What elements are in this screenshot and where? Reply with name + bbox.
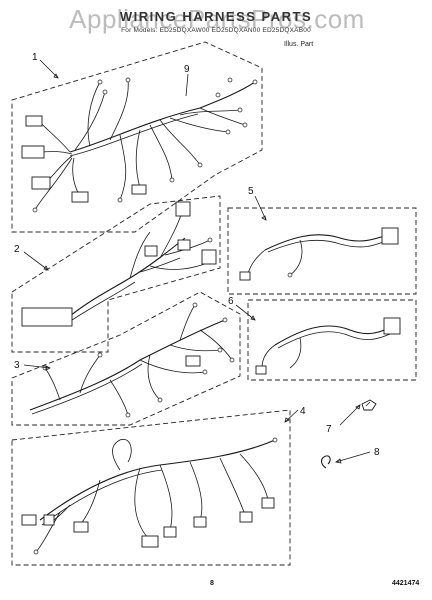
harness-2-group[interactable] bbox=[11, 195, 221, 353]
harness-6-group[interactable] bbox=[247, 299, 417, 381]
harness-5-terminal bbox=[239, 271, 251, 281]
harness-6-terminal bbox=[255, 365, 267, 375]
callout-9: 9 bbox=[184, 64, 190, 75]
callout-1: 1 bbox=[32, 52, 38, 63]
page-number: 8 bbox=[210, 580, 214, 587]
harness-3-connector bbox=[185, 355, 201, 367]
harness-2-connector-c bbox=[201, 249, 217, 265]
callout-7: 7 bbox=[326, 424, 332, 435]
clip-part-7[interactable] bbox=[361, 399, 377, 411]
harness-2-connector-a bbox=[175, 201, 191, 217]
harness-1-connector-d bbox=[71, 191, 89, 203]
harness-1-connector-e bbox=[131, 184, 147, 195]
tie-part-8[interactable] bbox=[320, 455, 331, 469]
harness-4-connector-d bbox=[141, 535, 159, 548]
watermark-text: AppliancePartsPros.com bbox=[69, 4, 365, 34]
harness-6-boundary bbox=[247, 299, 417, 381]
harness-4-connector-g bbox=[239, 511, 253, 523]
harness-2-terminal-block bbox=[21, 307, 73, 327]
page-title: WIRING HARNESS PARTS bbox=[119, 9, 313, 24]
harness-4-boundary bbox=[11, 409, 291, 566]
harness-4-group[interactable] bbox=[11, 409, 291, 566]
harness-4-connector-h bbox=[261, 497, 275, 509]
harness-3-boundary bbox=[11, 291, 241, 426]
model-list: For Models: ED25DQXAW00 ED25DQXAN00 ED25… bbox=[121, 27, 311, 34]
harness-1-boundary bbox=[11, 41, 263, 233]
harness-6-connector bbox=[383, 317, 401, 335]
harness-3-group[interactable] bbox=[11, 291, 241, 426]
document-id: 4421474 bbox=[392, 580, 420, 587]
harness-1-group[interactable] bbox=[11, 41, 263, 233]
harness-4-connector-f bbox=[193, 516, 207, 528]
harness-4-connector-e bbox=[163, 526, 177, 538]
callout-5: 5 bbox=[248, 186, 254, 197]
harness-1-connector-c bbox=[31, 176, 51, 190]
harness-2-connector-b bbox=[177, 239, 191, 251]
callout-8: 8 bbox=[374, 447, 380, 458]
callout-leaders bbox=[23, 59, 371, 464]
callout-2: 2 bbox=[14, 244, 20, 255]
harness-4-connector-c bbox=[73, 521, 89, 533]
harness-2-connector-d bbox=[144, 245, 158, 257]
harness-5-connector bbox=[381, 227, 399, 245]
harness-2-boundary bbox=[11, 195, 221, 353]
harness-1-connector-a bbox=[25, 115, 43, 127]
harness-5-boundary bbox=[227, 207, 417, 295]
callout-3: 3 bbox=[14, 360, 20, 371]
harness-4-connector-b bbox=[43, 514, 55, 526]
callout-4: 4 bbox=[300, 406, 306, 417]
harness-1-connector-b bbox=[21, 145, 45, 159]
callout-6: 6 bbox=[228, 296, 234, 307]
illus-part-header: Illus. Part bbox=[284, 41, 314, 48]
harness-4-connector-a bbox=[21, 514, 37, 526]
harness-5-group[interactable] bbox=[227, 207, 417, 295]
